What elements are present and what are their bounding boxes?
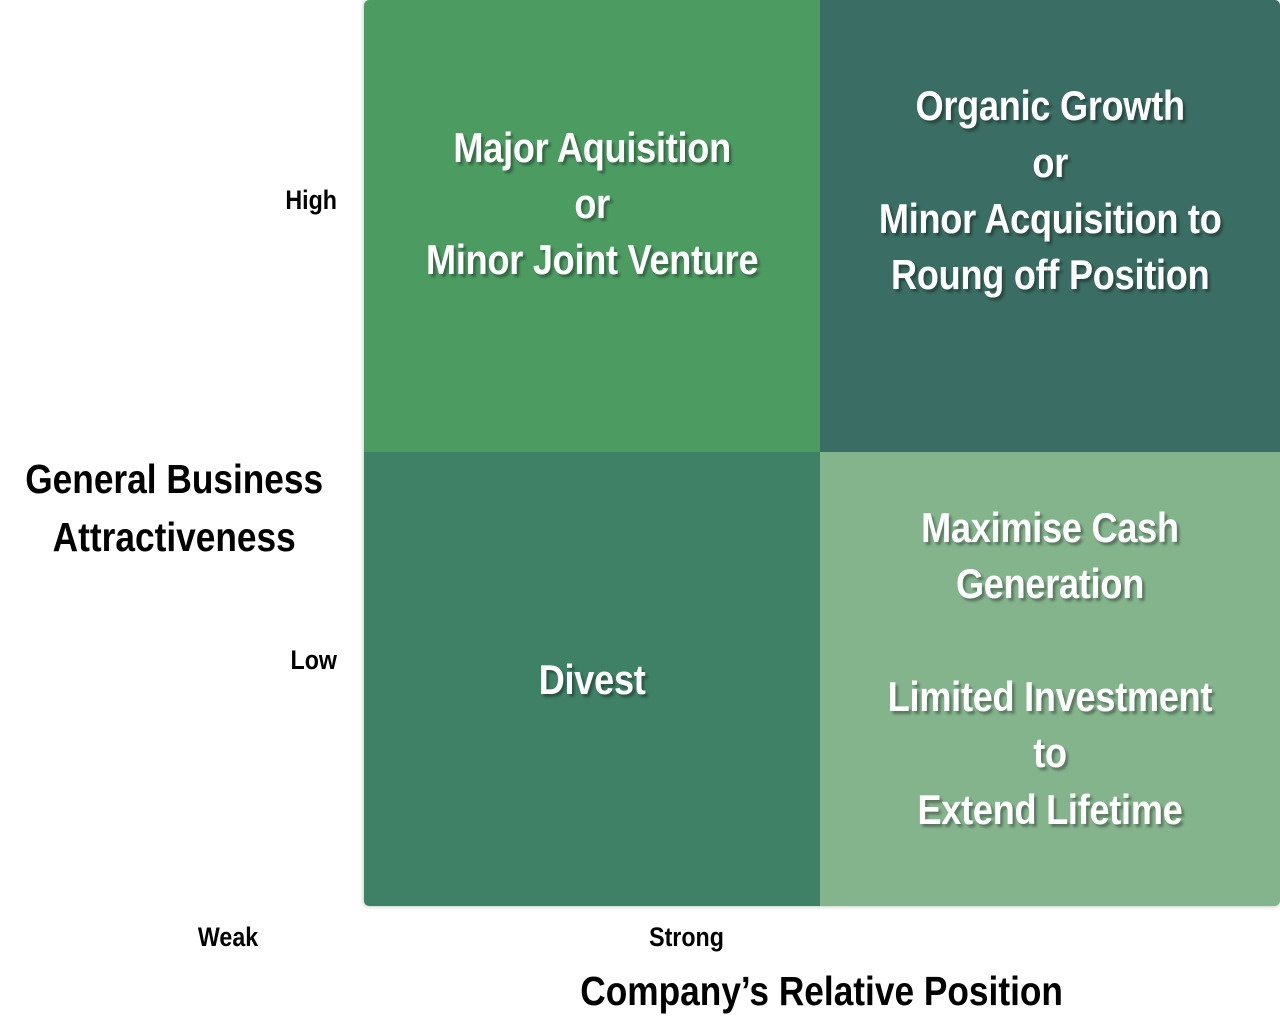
quadrant-top-left[interactable]: Major Aquisition or Minor Joint Venture <box>364 0 820 452</box>
x-axis-tick-strong-text: Strong <box>648 922 724 952</box>
y-axis-title: General Business Attractiveness <box>0 392 348 567</box>
y-axis-title-text: General Business Attractiveness <box>25 456 323 561</box>
quadrant-top-right-label: Organic Growth or Minor Acquisition to R… <box>878 82 1222 299</box>
quadrant-matrix: Major Aquisition or Minor Joint Venture … <box>364 0 1280 906</box>
quadrant-top-left-label: Major Aquisition or Minor Joint Venture <box>425 123 759 284</box>
quadrant-bottom-left[interactable]: Divest <box>364 452 820 906</box>
y-axis-tick-high: High <box>285 185 337 215</box>
quadrant-bottom-right-label: Maximise Cash Generation Limited Investm… <box>887 504 1213 833</box>
x-axis-tick-weak: Weak <box>0 922 456 953</box>
x-axis-tick-strong: Strong <box>456 922 916 953</box>
x-axis-tick-weak-text: Weak <box>197 922 259 952</box>
x-axis-title-text: Company’s Relative Position <box>580 968 1064 1014</box>
y-axis-tick-low: Low <box>290 645 337 675</box>
x-axis-title: Company’s Relative Position <box>364 968 1280 1015</box>
quadrant-bottom-left-label: Divest <box>538 655 646 703</box>
quadrant-top-right[interactable]: Organic Growth or Minor Acquisition to R… <box>820 0 1280 452</box>
quadrant-bottom-right[interactable]: Maximise Cash Generation Limited Investm… <box>820 452 1280 906</box>
